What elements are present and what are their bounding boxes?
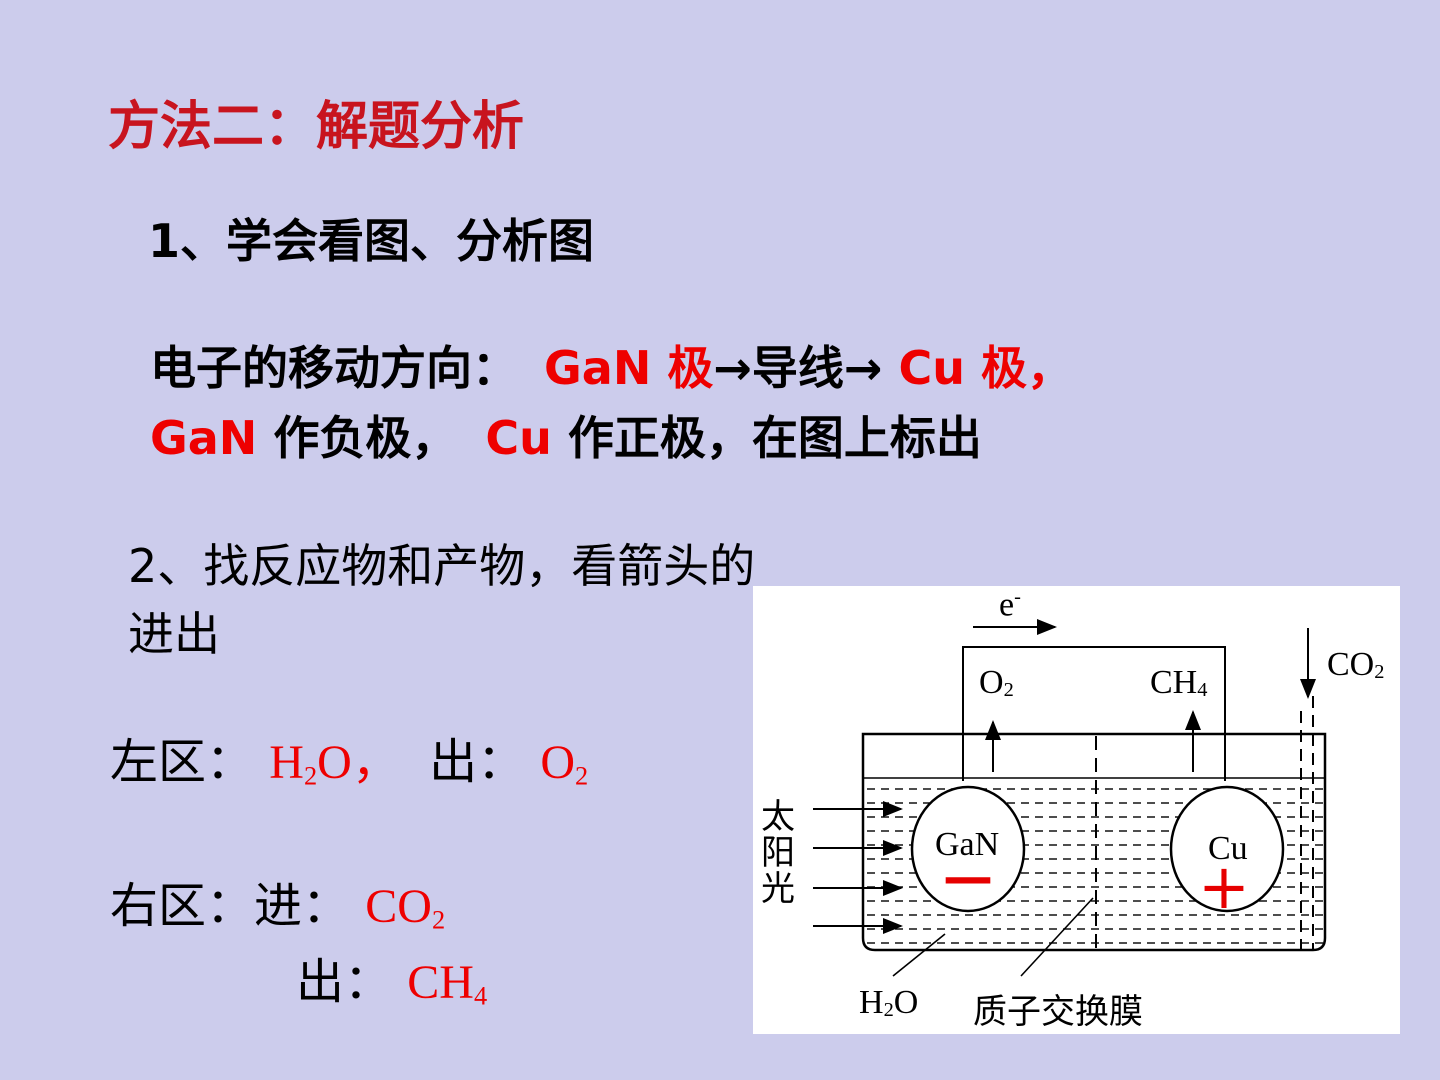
step2-line2: 进出 xyxy=(128,607,220,661)
right-zone-output: CH4 xyxy=(407,956,488,1011)
o2-sub: 2 xyxy=(1003,679,1014,702)
negative-sign: — xyxy=(943,848,993,906)
ch4-label: CH4 xyxy=(1150,664,1207,702)
cu-pole-text: Cu 极， xyxy=(898,341,1073,395)
cu-text: Cu xyxy=(485,411,552,465)
left-out-sub: 2 xyxy=(575,760,589,791)
o2-label: O2 xyxy=(979,664,1014,702)
gan-electrode-label: GaN xyxy=(935,826,1000,863)
left-zone-line: 左区： H2O， 出： O2 xyxy=(110,722,588,792)
left-out-main: O xyxy=(540,736,576,789)
electron-direction-line: 电子的移动方向： GaN 极→导线→ Cu 极， xyxy=(150,332,1073,398)
left-in-main: H xyxy=(269,736,304,789)
right-zone-input: CO2 xyxy=(365,880,446,935)
right-zone-line: 右区：进： CO2 xyxy=(110,866,445,936)
right-out-label: 出： xyxy=(296,954,393,1010)
right-out-main: CH xyxy=(407,956,474,1009)
gan-role-text: 作负极， xyxy=(273,411,458,465)
wire-text: 导线 xyxy=(751,341,844,395)
right-out-sub: 4 xyxy=(473,980,488,1011)
cu-electrode-label: Cu xyxy=(1208,830,1248,867)
water-main: H xyxy=(859,984,884,1021)
gan-electrode xyxy=(910,785,1026,913)
electron-label: e- xyxy=(999,586,1021,624)
membrane-label: 质子交换膜 xyxy=(973,994,1143,1031)
right-in-main: CO xyxy=(365,880,432,933)
cu-role-text: 作正极，在图上标出 xyxy=(567,411,982,465)
water-label: H2O xyxy=(859,984,918,1022)
left-out-label: 出： xyxy=(429,734,526,790)
co2-main: CO xyxy=(1327,646,1375,683)
step1-label: 1、学会看图、分析图 xyxy=(148,214,595,268)
co2-label: CO2 xyxy=(1327,646,1384,684)
ch4-main: CH xyxy=(1150,664,1198,701)
left-zone-output: O2 xyxy=(540,736,589,791)
cu-electrode xyxy=(1169,785,1285,913)
left-zone-input: H2O， xyxy=(269,736,400,791)
right-zone-output-line: 出： CH4 xyxy=(296,942,487,1012)
ch4-sub: 4 xyxy=(1197,679,1208,702)
left-zone-label: 左区： xyxy=(110,734,255,790)
cell-diagram-svg xyxy=(813,619,1327,977)
water-sub: 2 xyxy=(883,999,894,1022)
gan-pole-text: GaN 极 xyxy=(544,341,714,395)
o2-main: O xyxy=(979,664,1004,701)
cell-diagram: e- O2 CH4 CO2 太阳光 GaN Cu — + H2O 质子交换膜 xyxy=(753,586,1400,1034)
gan-text: GaN xyxy=(150,411,258,465)
water-tail: O xyxy=(893,984,919,1021)
positive-sign: + xyxy=(1198,850,1250,923)
electrode-roles-line: GaN 作负极， Cu 作正极，在图上标出 xyxy=(150,402,982,468)
water-leader-line xyxy=(892,933,946,977)
step2-line1: 2、找反应物和产物，看箭头的 xyxy=(128,539,756,593)
right-in-sub: 2 xyxy=(431,904,446,935)
membrane-leader-line xyxy=(1020,897,1094,977)
electron-prefix: 电子的移动方向： xyxy=(150,341,518,395)
arrow-2: → xyxy=(843,341,883,395)
electron-sup: - xyxy=(1014,586,1021,608)
page-title: 方法二：解题分析 xyxy=(108,97,525,157)
right-zone-label: 右区：进： xyxy=(110,878,351,934)
external-wire xyxy=(962,646,1226,781)
left-in-tail: O， xyxy=(317,736,400,789)
arrow-1: → xyxy=(713,341,752,395)
left-in-sub: 2 xyxy=(303,760,318,791)
co2-sub: 2 xyxy=(1374,661,1385,684)
sunlight-label: 太阳光 xyxy=(761,799,795,908)
electron-main: e xyxy=(999,586,1015,624)
